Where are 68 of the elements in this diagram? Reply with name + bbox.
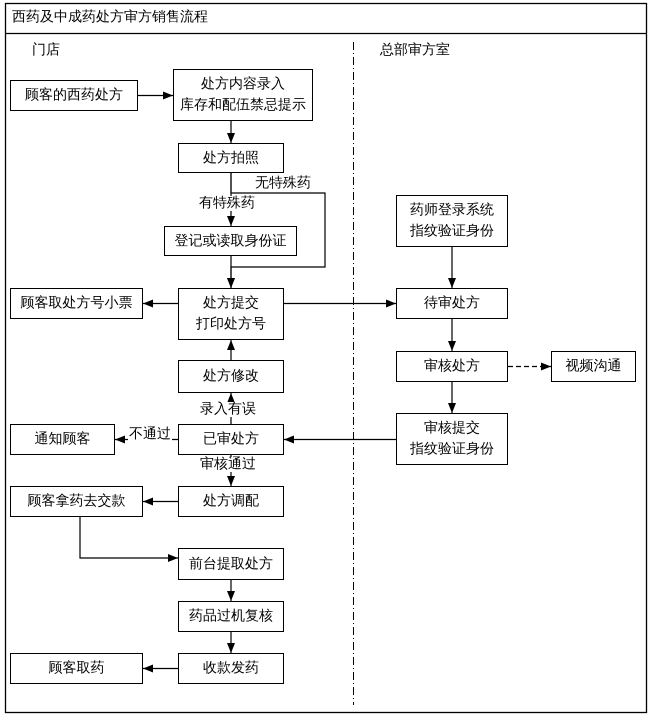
step-label: 指纹验证身份 bbox=[410, 440, 494, 459]
step-label: 审核处方 bbox=[424, 357, 480, 376]
step-label: 药品过机复核 bbox=[189, 607, 273, 626]
step-label: 指纹验证身份 bbox=[410, 222, 494, 241]
process-box bbox=[396, 288, 508, 319]
arrow bbox=[227, 632, 235, 653]
arrow bbox=[79, 517, 178, 562]
process-box bbox=[178, 601, 284, 632]
arrow bbox=[284, 300, 396, 308]
edge-label: 有特殊药 bbox=[198, 196, 256, 211]
edge-label: 录入有误 bbox=[199, 402, 257, 417]
process-box bbox=[551, 351, 636, 382]
process-box bbox=[10, 486, 143, 517]
step-label: 处方修改 bbox=[203, 367, 259, 386]
step-label: 顾客取处方号小票 bbox=[20, 294, 132, 313]
step-label: 收款发药 bbox=[203, 659, 259, 678]
process-box bbox=[10, 424, 115, 455]
process-box bbox=[178, 548, 284, 580]
step-label: 库存和配伍禁忌提示 bbox=[180, 96, 306, 115]
arrow bbox=[143, 300, 178, 308]
step-label: 通知顾客 bbox=[34, 430, 90, 449]
step-label: 药师登录系统 bbox=[410, 201, 494, 220]
arrow bbox=[138, 92, 173, 100]
process-box bbox=[396, 195, 508, 247]
step-label: 处方内容录入 bbox=[201, 75, 285, 94]
step-label: 前台提取处方 bbox=[189, 554, 273, 574]
edge-label: 无特殊药 bbox=[254, 176, 312, 191]
arrow bbox=[227, 121, 235, 143]
lane-title: 总部审方室 bbox=[380, 42, 450, 58]
step-label: 打印处方号 bbox=[196, 315, 266, 334]
step-label: 顾客取药 bbox=[48, 659, 104, 678]
arrow bbox=[227, 340, 235, 360]
process-box bbox=[396, 351, 508, 382]
step-label: 处方调配 bbox=[203, 492, 259, 511]
edge-label: 不通过 bbox=[128, 427, 172, 442]
process-box bbox=[173, 69, 313, 121]
step-label: 顾客拿药去交款 bbox=[28, 492, 126, 511]
step-label: 已审处方 bbox=[203, 430, 259, 449]
arrow bbox=[448, 319, 456, 351]
arrow bbox=[448, 247, 456, 288]
process-box bbox=[178, 653, 284, 684]
process-box bbox=[10, 653, 143, 684]
step-label: 登记或读取身份证 bbox=[174, 232, 286, 250]
edge-label: 审核通过 bbox=[199, 457, 257, 472]
process-box bbox=[164, 226, 297, 256]
process-box bbox=[10, 288, 143, 319]
step-label: 待审处方 bbox=[424, 294, 480, 313]
process-box bbox=[178, 143, 284, 173]
arrow bbox=[227, 580, 235, 601]
process-box bbox=[178, 288, 284, 340]
process-box bbox=[10, 80, 138, 111]
step-label: 视频沟通 bbox=[566, 357, 622, 376]
diagram-title: 西药及中成药处方审方销售流程 bbox=[12, 9, 208, 25]
step-label: 审核提交 bbox=[424, 419, 480, 438]
arrow bbox=[284, 436, 396, 444]
lane-title: 门店 bbox=[32, 42, 60, 58]
arrow bbox=[143, 498, 178, 506]
arrow bbox=[508, 362, 551, 370]
arrow bbox=[227, 256, 235, 288]
step-label: 顾客的西药处方 bbox=[25, 86, 123, 105]
step-label: 处方拍照 bbox=[203, 148, 259, 168]
process-box bbox=[178, 360, 284, 393]
process-box bbox=[178, 424, 284, 455]
arrow bbox=[448, 382, 456, 413]
process-box bbox=[396, 413, 508, 465]
arrow bbox=[143, 664, 178, 672]
step-label: 处方提交 bbox=[203, 294, 259, 313]
process-box bbox=[178, 486, 284, 517]
